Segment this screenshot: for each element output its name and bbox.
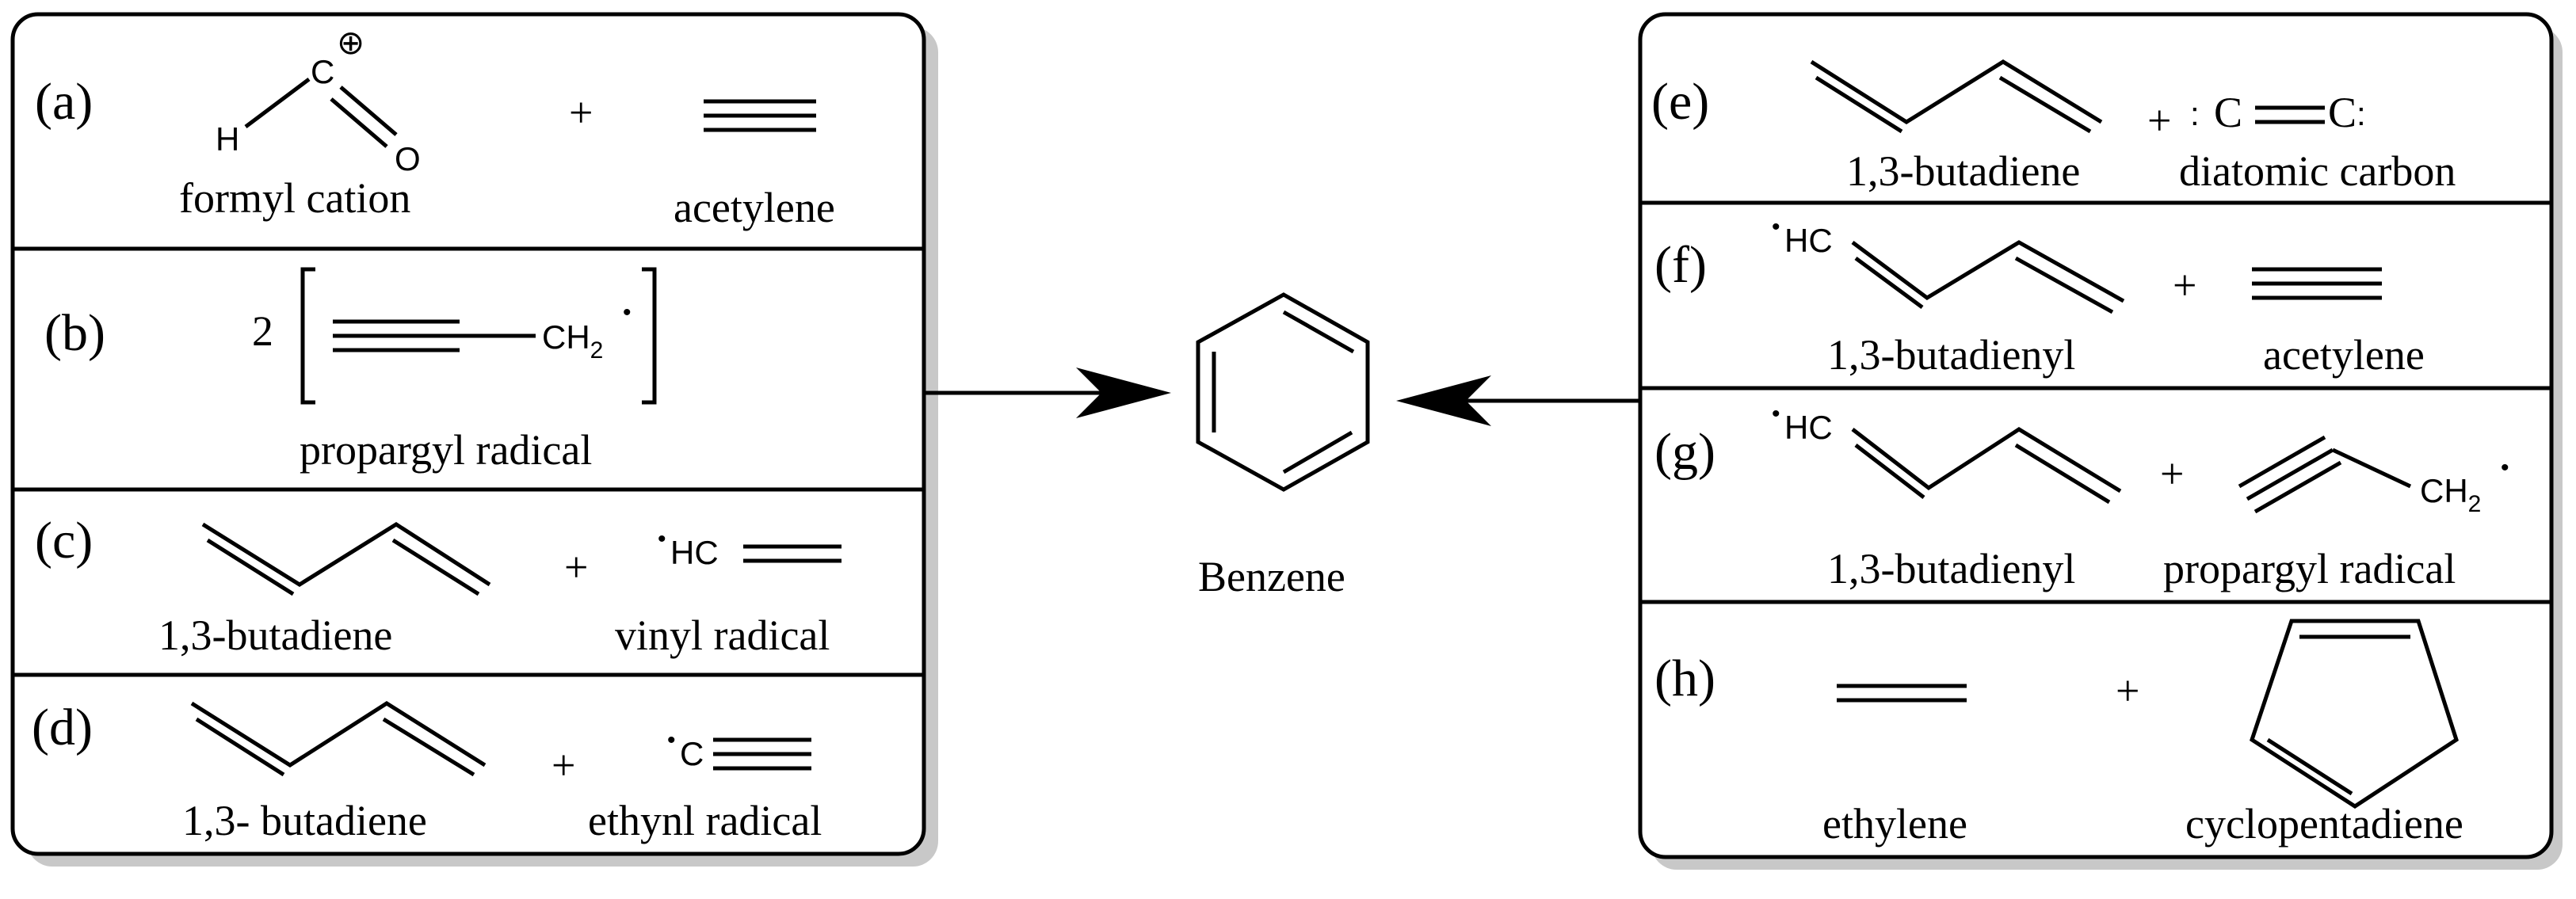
atom-c: C [2328,89,2357,136]
lone-pair-icon: : [2190,95,2200,132]
ethylene-label: ethylene [1822,800,1967,848]
left-panel: (a) H C ⊕ O formyl cation + acetylene (b… [10,12,938,867]
vinyl-radical-label: vinyl radical [615,611,830,659]
propargyl-radical-label: propargyl radical [2163,545,2456,592]
row-tag: (e) [1651,73,1709,131]
diatomic-carbon-structure: : C C : [2190,89,2366,136]
center-product: Benzene [924,292,1640,600]
butadiene-label: 1,3- butadiene [182,797,427,844]
row-tag: (a) [35,73,93,131]
group-c: C [680,735,704,772]
acetylene-structure [2252,267,2382,300]
group-ch2: CH2 [2420,472,2481,517]
butadiene-structure [201,522,491,596]
propargyl-structure: CH2 • [333,299,632,364]
lone-pair-icon: : [2357,95,2366,132]
butadiene-label: 1,3-butadiene [158,611,392,659]
product-label: Benzene [1198,553,1345,600]
row-g: (g) • HC 1,3-butadienyl + CH2 • propargy… [1654,401,2509,592]
propargyl-structure: CH2 • [2238,435,2509,517]
bond-single [244,78,311,128]
row-f: (f) • HC 1,3-butadienyl + acetylene [1654,214,2425,379]
butadiene-structure [1810,59,2103,134]
arrow-left-icon [1396,375,1491,426]
propargyl-radical-label: propargyl radical [300,426,592,474]
atom-o: O [395,140,421,177]
radical-dot-icon: • [1772,401,1780,427]
row-tag: (h) [1654,649,1715,707]
acetylene-label: acetylene [2263,331,2425,379]
ethynyl-structure: • C [667,727,811,772]
row-h: (h) ethylene + cyclopentadiene [1654,619,2463,848]
butadiene-label: 1,3-butadiene [1846,147,2080,195]
arrow-right-icon [1076,368,1171,418]
radical-dot-icon: • [2501,455,2509,481]
plus-sign: + [2160,450,2184,497]
plus-sign: + [569,89,593,136]
stoichiometric-coefficient: 2 [252,307,273,355]
cyclopentadiene-structure [2250,619,2459,809]
plus-sign: + [2147,97,2171,144]
atom-c: C [311,53,334,90]
acetylene-label: acetylene [674,184,835,231]
formyl-cation-label: formyl cation [179,174,410,222]
vinyl-structure: • HC [658,526,841,571]
row-tag: (f) [1654,236,1707,294]
radical-dot-icon: • [623,299,632,326]
atom-c: C [2214,89,2242,136]
acetylene-structure [704,99,816,132]
left-panel-box [10,12,926,856]
cyclopentadiene-label: cyclopentadiene [2185,800,2463,848]
row-c: (c) 1,3-butadiene + • HC vinyl radical [35,512,841,659]
row-e: (e) 1,3-butadiene + : C C : diatomic car… [1651,59,2456,195]
radical-dot-icon: • [658,526,666,552]
right-bracket [642,267,657,405]
butadienyl-structure: • HC [1772,401,2122,505]
radical-dot-icon: • [1772,214,1780,240]
row-tag: (d) [32,699,93,756]
positive-charge-icon: ⊕ [337,24,364,61]
diatomic-carbon-label: diatomic carbon [2179,147,2456,195]
row-tag: (g) [1654,423,1715,481]
row-d: (d) 1,3- butadiene + • C ethynl radical [32,699,822,844]
ethynyl-radical-label: ethynl radical [588,797,822,844]
radical-dot-icon: • [667,727,676,753]
right-panel-box [1638,12,2554,859]
atom-h: H [216,120,239,158]
butadienyl-label: 1,3-butadienyl [1827,545,2075,592]
left-bracket [300,267,315,405]
right-panel: (e) 1,3-butadiene + : C C : diatomic car… [1638,12,2563,870]
row-b: (b) 2 CH2 • propargyl radical [44,267,657,474]
bond-double [339,86,398,136]
benzene-ring-icon [1196,292,1370,492]
butadienyl-structure: • HC [1772,214,2125,314]
plus-sign: + [2173,261,2196,309]
group-hc: HC [1784,222,1833,259]
butadienyl-label: 1,3-butadienyl [1827,331,2075,379]
bond-double [330,97,388,148]
plus-sign: + [2116,667,2139,714]
butadiene-structure [190,701,487,777]
group-hc: HC [670,534,719,571]
group-hc: HC [1784,409,1833,446]
plus-sign: + [551,741,575,789]
ethylene-structure [1837,684,1967,703]
formyl-cation-structure: H C ⊕ O [216,24,421,177]
row-tag: (b) [44,304,105,362]
row-a: (a) H C ⊕ O formyl cation + acetylene [35,24,835,231]
group-ch2: CH2 [542,318,603,364]
row-tag: (c) [35,512,93,569]
plus-sign: + [564,543,588,591]
